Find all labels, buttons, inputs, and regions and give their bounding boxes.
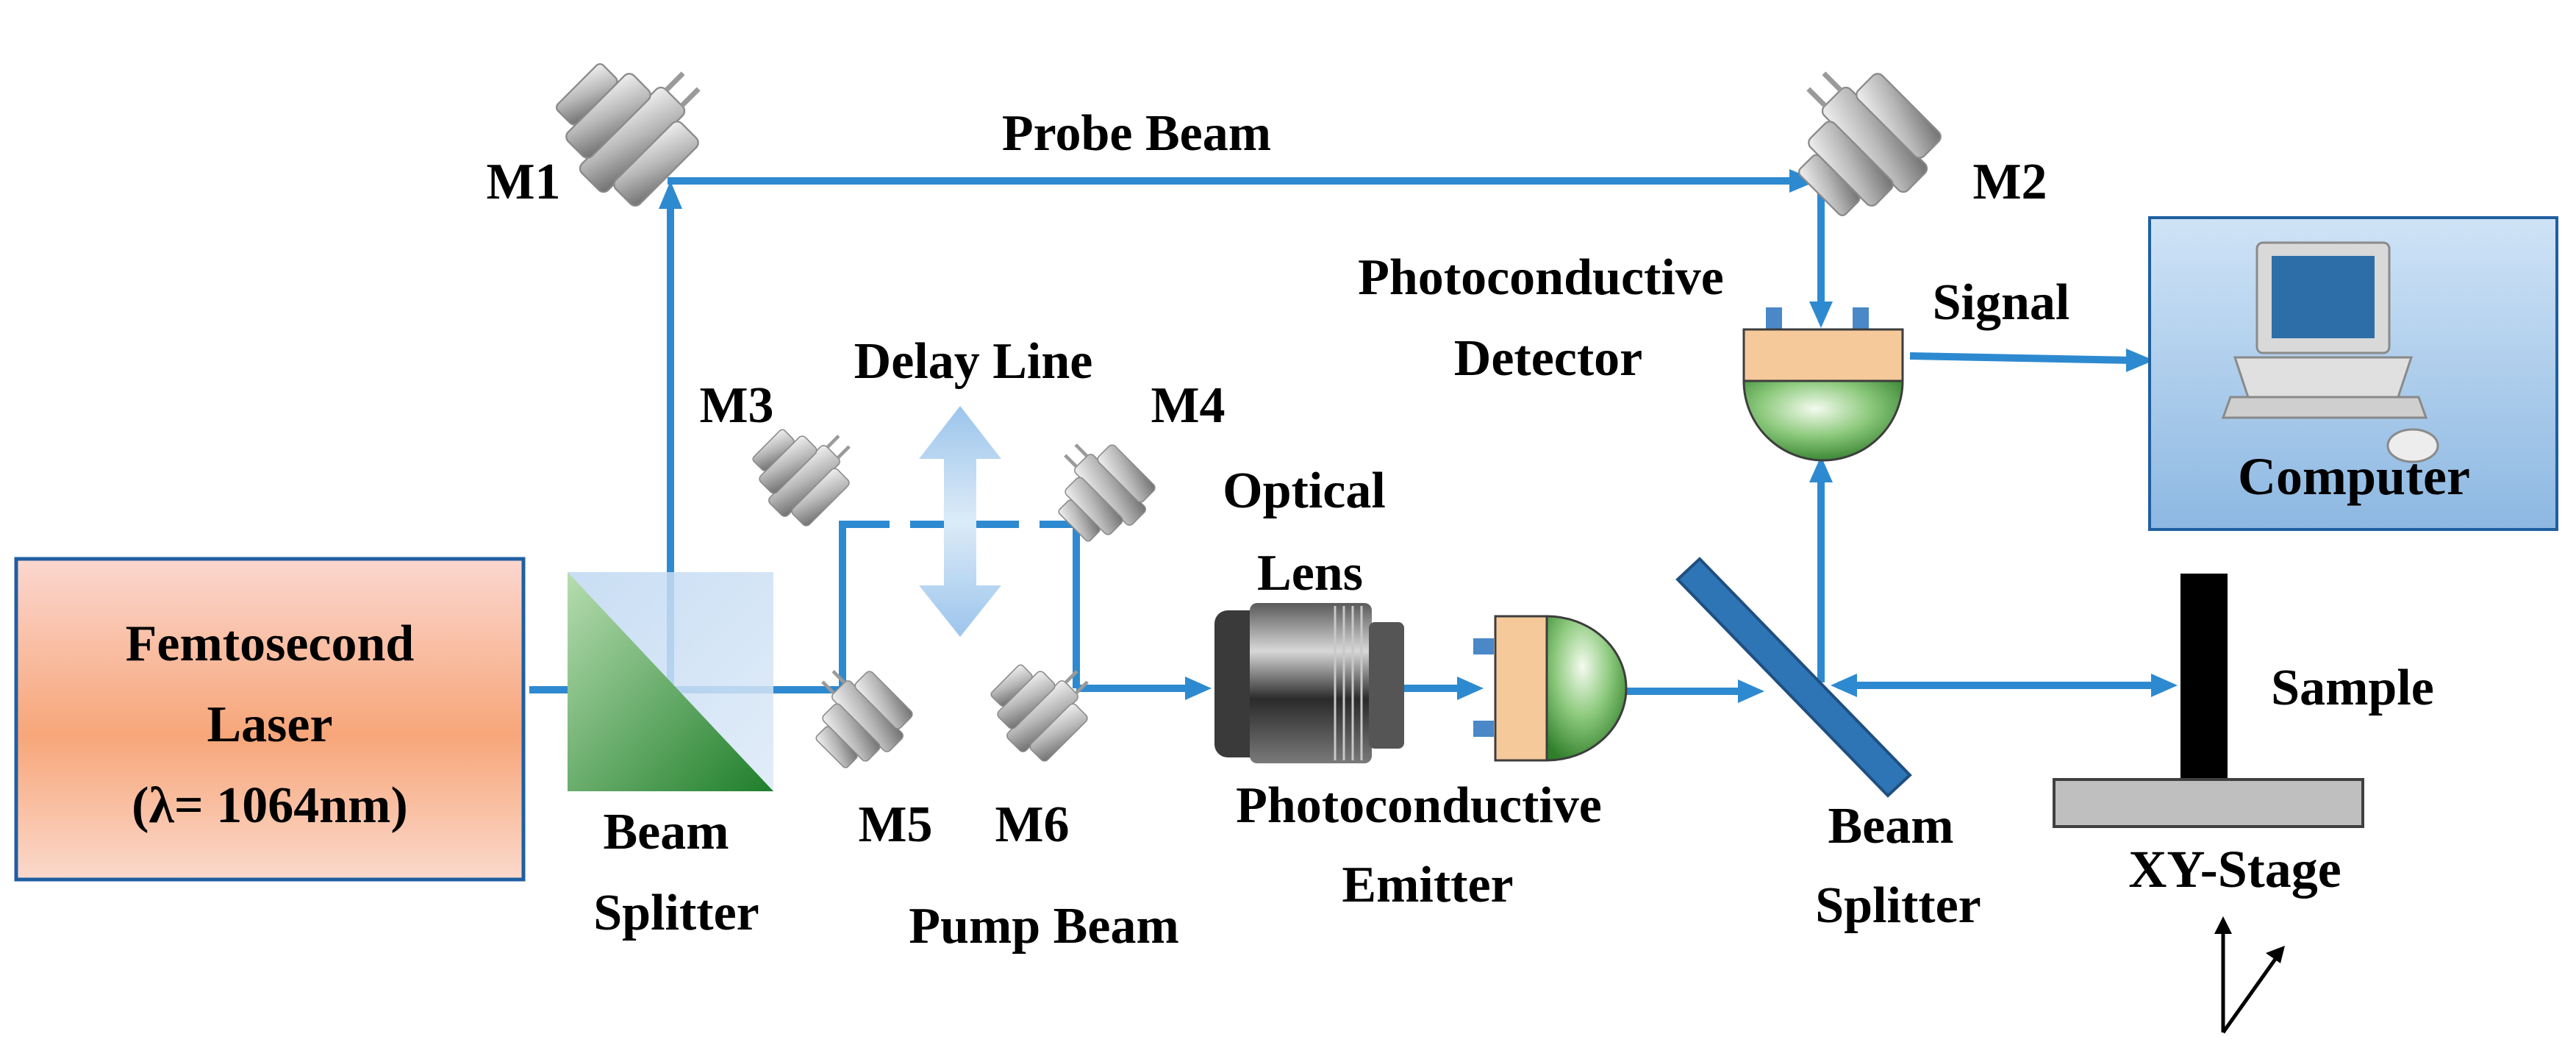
laser-label-line1: Femtosecond [126,616,415,672]
probe-beam-label: Probe Beam [1002,105,1271,162]
mirror-m4-label: M4 [1151,377,1225,434]
delay-line-label: Delay Line [854,333,1093,390]
sample-label: Sample [2271,660,2434,716]
photoconductive-detector-label-line1: Photoconductive [1358,249,1724,306]
photoconductive-detector-icon [1742,307,1904,462]
mirror-m3-label: M3 [699,377,773,434]
mirror-m1-icon [534,25,728,218]
beam-splitter-1-label-line1: Beam [603,804,729,860]
optical-lens-label-line1: Optical [1223,463,1386,519]
mirror-m5-icon [790,652,921,783]
optical-lens-label-line2: Lens [1257,545,1363,602]
beam-splitter-plate [1675,557,1912,798]
laser-label-line2: Laser [207,696,332,753]
photoconductive-emitter-label-line1: Photoconductive [1236,777,1602,834]
beam-splitter-2-label-line2: Splitter [1815,877,1981,934]
signal-label: Signal [1933,274,2070,331]
mirror-m4-icon [1032,425,1164,557]
xy-stage-label: XY-Stage [2128,840,2341,899]
mirror-m6-icon [976,638,1107,770]
laser-label-line3: (λ= 1064nm) [132,777,408,834]
mirror-m1-label: M1 [486,154,560,210]
mirror-m6-label: M6 [995,796,1069,853]
beam-splitter-cube [568,572,773,791]
pump-beam-label: Pump Beam [909,898,1179,955]
photoconductive-emitter-icon [1473,615,1628,762]
photoconductive-emitter-label-line2: Emitter [1342,857,1513,913]
femtosecond-laser: Femtosecond Laser (λ= 1064nm) [14,557,526,882]
mirror-m2-label: M2 [1972,154,2047,210]
mirror-m5-label: M5 [858,796,932,853]
beam-arrowheads [659,169,2178,703]
xy-stage-icon [2053,778,2364,828]
mirror-m2-icon [1760,44,1953,238]
computer-label: Computer [2238,447,2470,506]
delay-line-arrow-icon [919,406,1001,637]
desktop-computer-icon [2221,241,2439,463]
beam-splitter-1-label-line2: Splitter [593,885,759,941]
computer-box: Computer [2148,216,2558,531]
objective-lens-icon [1214,603,1404,763]
photoconductive-detector-label-line2: Detector [1454,330,1642,387]
xy-axes-icon [2214,916,2285,1034]
sample-icon [2180,574,2228,779]
beam-splitter-2-label-line1: Beam [1828,798,1953,855]
